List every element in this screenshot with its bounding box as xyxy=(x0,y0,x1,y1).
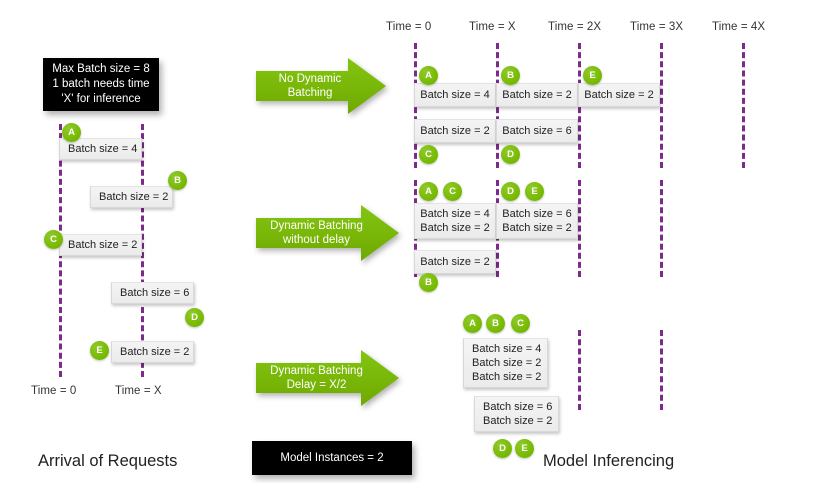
row2-slot-ac-line2: Batch size = 2 xyxy=(420,222,490,234)
row2-badge-c: C xyxy=(443,182,462,201)
model-instances-text: Model Instances = 2 xyxy=(280,451,384,464)
time-label-3x-right: Time = 3X xyxy=(630,21,684,33)
time-label-x-left: Time = X xyxy=(115,385,162,397)
timeline-row2-t2x xyxy=(578,180,581,277)
row3-slot-abc: Batch size = 4 Batch size = 2 Batch size… xyxy=(463,338,548,388)
arrival-batch-d: Batch size = 6 xyxy=(111,282,194,304)
arrival-batch-b-text: Batch size = 2 xyxy=(99,191,169,203)
info-note-line3: 'X' for inference xyxy=(61,93,141,105)
row2-badge-a: A xyxy=(419,182,438,201)
arrow-dynamic-batching-no-delay: Dynamic Batching without delay xyxy=(256,205,399,261)
time-label-2x-right: Time = 2X xyxy=(548,21,602,33)
arrival-timeline-tx xyxy=(141,124,144,377)
row1-badge-a: A xyxy=(419,66,438,85)
row1-slot-c: Batch size = 2 xyxy=(414,119,496,143)
row2-slot-de: Batch size = 6 Batch size = 2 xyxy=(496,203,578,239)
row2-slot-ac: Batch size = 4 Batch size = 2 xyxy=(414,203,496,239)
row3-slot-de: Batch size = 6 Batch size = 2 xyxy=(474,396,559,432)
arrow-shape-icon xyxy=(256,350,399,406)
left-caption: Arrival of Requests xyxy=(38,452,178,470)
arrival-batch-d-text: Batch size = 6 xyxy=(120,287,190,299)
request-badge-e: E xyxy=(90,341,109,360)
row1-slot-a: Batch size = 4 xyxy=(414,83,496,107)
row1-badge-c: C xyxy=(419,145,438,164)
arrow-shape-icon xyxy=(256,58,386,114)
row2-slot-b: Batch size = 2 xyxy=(414,250,496,274)
row1-slot-e-line1: Batch size = 2 xyxy=(584,89,654,101)
row1-slot-b: Batch size = 2 xyxy=(496,83,578,107)
row3-badge-d: D xyxy=(493,439,512,458)
row3-slot-abc-line1: Batch size = 4 xyxy=(472,343,542,355)
arrival-batch-b: Batch size = 2 xyxy=(90,186,173,208)
time-label-0-right: Time = 0 xyxy=(386,21,432,33)
row1-badge-d: D xyxy=(501,145,520,164)
row3-slot-abc-line2: Batch size = 2 xyxy=(472,357,542,369)
row1-badge-b: B xyxy=(501,66,520,85)
time-label-0-left: Time = 0 xyxy=(31,385,77,397)
row3-badge-b: B xyxy=(486,314,505,333)
row2-badge-e: E xyxy=(525,182,544,201)
time-label-4x-right: Time = 4X xyxy=(712,21,766,33)
row2-badge-b: B xyxy=(419,273,438,292)
timeline-row1-t4x xyxy=(742,43,745,168)
timeline-row3-t2x xyxy=(578,330,581,410)
row1-badge-e: E xyxy=(583,66,602,85)
arrow-dynamic-batching-delay: Dynamic Batching Delay = X/2 xyxy=(256,350,399,406)
row1-slot-a-line1: Batch size = 4 xyxy=(420,89,490,101)
arrival-batch-a: Batch size = 4 xyxy=(59,138,142,160)
info-note: Max Batch size = 8 1 batch needs time 'X… xyxy=(43,58,159,111)
timeline-row1-t3x xyxy=(660,43,663,168)
row3-badge-e: E xyxy=(515,439,534,458)
arrival-batch-e-text: Batch size = 2 xyxy=(120,346,190,358)
timeline-row3-t3x xyxy=(660,330,663,410)
request-badge-c: C xyxy=(44,230,63,249)
arrival-batch-e: Batch size = 2 xyxy=(111,341,194,363)
request-badge-d: D xyxy=(185,308,204,327)
arrival-batch-c-text: Batch size = 2 xyxy=(68,239,138,251)
row1-slot-e: Batch size = 2 xyxy=(578,83,660,107)
row2-slot-b-line1: Batch size = 2 xyxy=(420,256,490,268)
row1-slot-d-line1: Batch size = 6 xyxy=(502,125,572,137)
row2-slot-de-line1: Batch size = 6 xyxy=(502,208,572,220)
row3-slot-de-line2: Batch size = 2 xyxy=(483,415,553,427)
model-instances-note: Model Instances = 2 xyxy=(252,441,412,475)
info-note-line2: 1 batch needs time xyxy=(52,78,150,90)
row1-slot-c-line1: Batch size = 2 xyxy=(420,125,490,137)
right-caption: Model Inferencing xyxy=(543,452,675,470)
row2-slot-de-line2: Batch size = 2 xyxy=(502,222,572,234)
row3-badge-a: A xyxy=(463,314,482,333)
row2-badge-d: D xyxy=(501,182,520,201)
arrow-no-dynamic-batching: No Dynamic Batching xyxy=(256,58,386,114)
arrow-shape-icon xyxy=(256,205,399,261)
time-label-x-right: Time = X xyxy=(469,21,516,33)
row2-slot-ac-line1: Batch size = 4 xyxy=(420,208,490,220)
arrival-batch-a-text: Batch size = 4 xyxy=(68,143,138,155)
arrival-batch-c: Batch size = 2 xyxy=(59,234,142,256)
timeline-row2-t3x xyxy=(660,180,663,277)
row3-slot-de-line1: Batch size = 6 xyxy=(483,401,553,413)
row3-badge-c: C xyxy=(511,314,530,333)
row3-slot-abc-line3: Batch size = 2 xyxy=(472,371,542,383)
row1-slot-b-line1: Batch size = 2 xyxy=(502,89,572,101)
row1-slot-d: Batch size = 6 xyxy=(496,119,578,143)
request-badge-a: A xyxy=(62,123,81,142)
info-note-line1: Max Batch size = 8 xyxy=(52,63,150,75)
request-badge-b: B xyxy=(168,171,187,190)
